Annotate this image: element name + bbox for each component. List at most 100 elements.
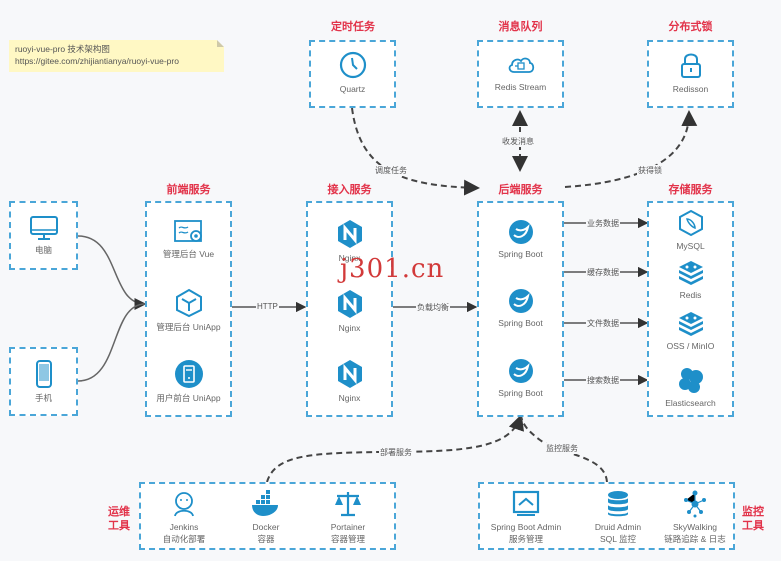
ops-box: Jenkins 自动化部署 Docker 容器 Portainer 容器管理 [139,482,396,550]
ops-item-portainer-desc: 容器管理 [330,534,365,544]
database-icon [608,491,628,517]
frontend-item-admin-vue-label: 管理后台 Vue [162,249,215,259]
nginx-icon [337,360,362,388]
lock-box: Redisson [647,40,734,108]
backend-springboot-3[interactable]: Spring Boot [479,358,562,399]
ops-item-docker-desc: 容器 [257,534,275,544]
gateway-nginx-2-label: Nginx [338,323,361,333]
monitor-item-skywalking-name: SkyWalking [672,522,718,532]
dashboard-icon [173,220,202,242]
edge-label-send-recv: 收发消息 [501,136,535,147]
redisson-item[interactable]: Redisson [649,50,732,95]
edge-label-schedule: 调度任务 [374,165,408,176]
ops-item-docker-name: Docker [252,522,280,532]
gateway-nginx-1[interactable]: Nginx [308,219,391,264]
frontend-item-user-uniapp[interactable]: 用户前台 UniApp [147,359,230,404]
client-pc-label: 电脑 [34,245,52,255]
phone-icon [35,360,52,388]
backend-springboot-2[interactable]: Spring Boot [479,288,562,329]
monitor-item-druid-name: Druid Admin [594,522,642,532]
quartz-label: Quartz [339,84,366,94]
ops-title: 运维 工具 [108,505,130,533]
docker-icon [252,490,278,516]
storage-mysql-label: MySQL [676,241,705,251]
monitor-item-sba-desc: 服务管理 [508,534,543,544]
edge-label-file-data: 文件数据 [586,318,620,329]
edge-schedule [351,107,480,196]
backend-springboot-1[interactable]: Spring Boot [479,219,562,260]
nginx-icon [337,290,362,318]
spring-boot-icon [508,359,533,383]
gateway-nginx-2[interactable]: Nginx [308,289,391,334]
redisson-label: Redisson [672,84,709,94]
frontend-title: 前端服务 [166,184,211,196]
edge-monitor [520,415,608,483]
monitor-title-line2: 工具 [742,520,764,532]
edge-label-load-balance: 负载均衡 [416,302,450,313]
clock-icon [339,51,366,79]
ops-title-line2: 工具 [108,520,130,532]
mysql-icon [678,209,703,237]
storage-box: MySQL Redis OSS / MinIO Elasticsearch [647,201,734,417]
client-phone-box: 手机 [9,347,78,416]
monitor-item-skywalking[interactable]: SkyWalking 链路追踪 & 日志 [656,490,734,545]
client-pc-box: 电脑 [9,201,78,270]
scale-icon [335,492,361,517]
backend-springboot-2-label: Spring Boot [498,318,543,328]
backend-springboot-1-label: Spring Boot [498,249,543,259]
note-title: ruoyi-vue-pro 技术架构图 [15,44,110,54]
edge-label-biz-data: 业务数据 [586,218,620,229]
backend-box: Spring Boot Spring Boot Spring Boot [477,201,564,417]
ops-title-line1: 运维 [108,506,130,518]
admin-monitor-icon [512,490,540,516]
edge-label-http: HTTP [256,302,279,311]
edge-label-search-data: 搜索数据 [586,375,620,386]
monitor-item-druid-desc: SQL 监控 [599,534,637,544]
frontend-item-admin-vue[interactable]: 管理后台 Vue [147,219,230,260]
client-phone[interactable]: 手机 [11,359,76,404]
edge-label-monitor: 监控服务 [545,443,579,454]
frontend-item-admin-uniapp[interactable]: 管理后台 UniApp [147,288,230,333]
network-icon [684,490,706,518]
spring-boot-icon [508,289,533,313]
monitor-item-sba-name: Spring Boot Admin [490,522,562,532]
oss-icon [678,312,703,336]
monitor-item-druid[interactable]: Druid Admin SQL 监控 [582,490,654,545]
monitor-box: Spring Boot Admin 服务管理 Druid Admin SQL 监… [478,482,735,550]
scheduler-title: 定时任务 [331,21,375,33]
elasticsearch-icon [678,368,703,393]
spring-boot-icon [508,220,533,244]
storage-title: 存储服务 [668,184,713,196]
gateway-nginx-1-label: Nginx [338,253,361,263]
storage-redis[interactable]: Redis [649,260,732,301]
edge-label-deploy: 部署服务 [379,447,413,458]
mq-box: Redis Stream [477,40,564,108]
lock-title: 分布式锁 [668,21,713,33]
gateway-nginx-3-label: Nginx [338,393,361,403]
monitor-item-sba[interactable]: Spring Boot Admin 服务管理 [480,490,572,545]
storage-mysql[interactable]: MySQL [649,209,732,252]
gateway-nginx-3[interactable]: Nginx [308,359,391,404]
frontend-item-admin-uniapp-label: 管理后台 UniApp [156,322,221,332]
gateway-title: 接入服务 [327,184,372,196]
note-url: https://gitee.com/zhijiantianya/ruoyi-vu… [15,56,179,66]
storage-elasticsearch[interactable]: Elasticsearch [649,366,732,409]
ops-item-docker[interactable]: Docker 容器 [231,490,301,545]
monitor-item-skywalking-desc: 链路追踪 & 日志 [664,534,726,544]
gateway-box: Nginx Nginx Nginx [306,201,393,417]
backend-title: 后端服务 [498,184,543,196]
storage-oss[interactable]: OSS / MinIO [649,311,732,352]
ops-item-jenkins[interactable]: Jenkins 自动化部署 [149,490,219,545]
quartz-item[interactable]: Quartz [311,50,394,95]
storage-elasticsearch-label: Elasticsearch [665,398,716,408]
storage-redis-label: Redis [679,290,702,300]
monitor-title: 监控 工具 [742,505,764,533]
nginx-icon [337,220,362,248]
ops-item-portainer[interactable]: Portainer 容器管理 [313,490,383,545]
watermark: j301.cn [340,254,445,284]
edge-label-cache-data: 缓存数据 [586,267,620,278]
redis-stream-item[interactable]: Redis Stream [479,52,562,93]
app-icon [174,360,203,388]
cloud-icon [508,57,534,73]
client-pc[interactable]: 电脑 [11,215,76,256]
